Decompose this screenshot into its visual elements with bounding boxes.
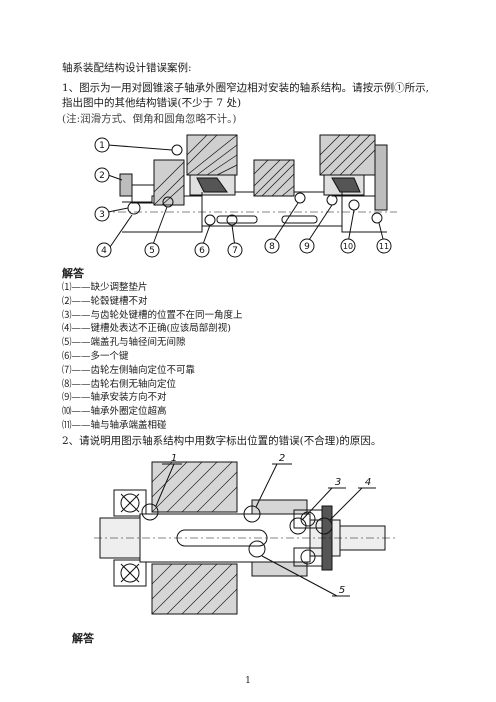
- fig2-label-2: 2: [279, 453, 285, 464]
- page-number: 1: [245, 676, 251, 686]
- question-1-text: 1、图示为一用对圆锥滚子轴承外圈窄边相对安装的轴系结构。请按示例①所示,指出图中…: [62, 82, 430, 109]
- answer-heading: 解答: [62, 267, 84, 280]
- answer-item: ⑾——轴与轴承端盖相碰: [62, 419, 167, 431]
- answer-item: ⑶——与齿轮处键槽的位置不在同一角度上: [62, 309, 243, 321]
- fig2-label-3: 3: [335, 477, 341, 488]
- document-title: 轴系装配结构设计错误案例:: [62, 62, 192, 74]
- fig1-label-5: 5: [149, 246, 155, 256]
- answer-item: ⑷——键槽处表达不正确(应该局部剖视): [62, 323, 231, 335]
- answer-item: ⑽——轴承外圈定位超高: [62, 406, 167, 418]
- fig1-label-10: 10: [343, 242, 353, 251]
- fig1-label-8: 8: [269, 242, 275, 252]
- shaft-assembly-figure-1: 1 2 3 4 5 6 7 8 9 10 11: [94, 134, 397, 258]
- answer-item: ⑼——轴承安装方向不对: [62, 392, 167, 404]
- fig1-label-7: 7: [232, 246, 238, 256]
- fig1-label-6: 6: [199, 246, 205, 256]
- fig1-label-4: 4: [101, 246, 107, 256]
- answer-item: ⑹——多一个键: [62, 350, 129, 362]
- answer-item: ⑸——端盖孔与轴径间无间隙: [62, 337, 186, 349]
- fig1-label-9: 9: [304, 242, 310, 252]
- answer-item: ⑵——轮毂键槽不对: [62, 295, 148, 307]
- answer-item: ⑻——齿轮右侧无轴向定位: [62, 378, 177, 390]
- fig1-label-2: 2: [99, 171, 105, 181]
- question-1-note: (注:润滑方式、倒角和圆角忽略不计。): [62, 113, 237, 125]
- fig2-label-5: 5: [339, 585, 345, 596]
- fig1-label-1: 1: [99, 141, 105, 151]
- fig2-label-4: 4: [365, 477, 371, 488]
- fig1-label-11: 11: [379, 242, 389, 251]
- shaft-assembly-figure-2: 1 2 3 4 5: [94, 453, 397, 615]
- answer-2-heading: 解答: [72, 632, 94, 645]
- answer-item: ⑴——缺少调整垫片: [62, 282, 148, 293]
- fig1-label-3: 3: [99, 210, 105, 220]
- question-2-text: 2、请说明用图示轴系结构中用数字标出位置的错误(不合理)的原因。: [62, 435, 382, 447]
- answer-item: ⑺——齿轮左侧轴向定位不可靠: [62, 364, 196, 376]
- answer-list: ⑴——缺少调整垫片 ⑵——轮毂键槽不对 ⑶——与齿轮处键槽的位置不在同一角度上 …: [62, 281, 243, 433]
- fig2-label-1: 1: [171, 453, 177, 464]
